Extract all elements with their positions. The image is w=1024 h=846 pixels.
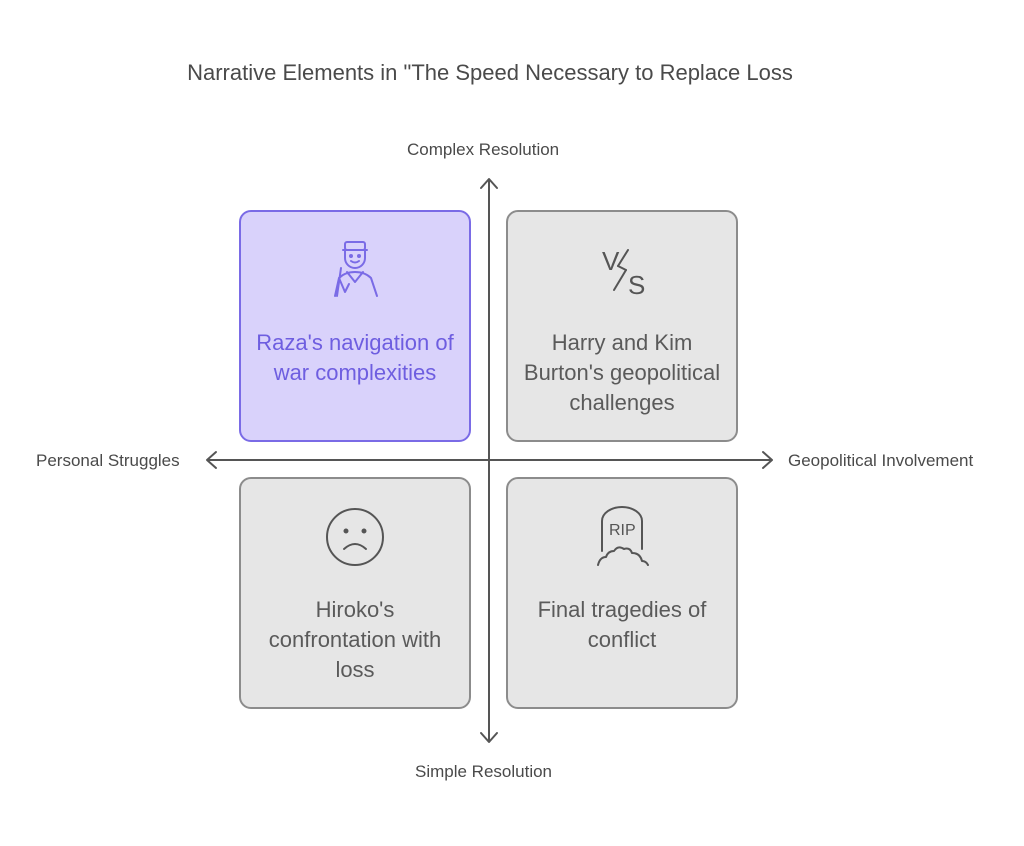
tombstone-rip-icon: RIP xyxy=(597,506,649,566)
quadrant-top-left-text: Raza's navigation of war complexities xyxy=(256,330,454,385)
versus-v-text: V xyxy=(602,246,620,276)
quadrant-top-right-text: Harry and Kim Burton's geopolitical chal… xyxy=(523,330,721,415)
quadrant-bottom-right-text: Final tragedies of conflict xyxy=(537,597,707,652)
arrow-right-icon xyxy=(762,451,773,469)
axis-label-top: Complex Resolution xyxy=(407,140,560,159)
quadrant-bottom-right: RIP Final tragedies of conflict xyxy=(506,477,738,709)
quadrant-top-left: Raza's navigation of war complexities xyxy=(239,210,471,442)
axis-label-bottom: Simple Resolution xyxy=(415,762,553,781)
axis-label-right: Geopolitical Involvement xyxy=(788,451,974,470)
arrow-down-icon xyxy=(480,732,498,743)
versus-s-text: S xyxy=(628,270,645,300)
axis-label-left: Personal Struggles xyxy=(36,451,180,470)
quadrant-bottom-left: Hiroko's confrontation with loss xyxy=(239,477,471,709)
soldier-icon xyxy=(334,241,378,297)
diagram-title: Narrative Elements in "The Speed Necessa… xyxy=(187,60,793,85)
arrow-up-icon xyxy=(480,178,498,189)
quadrant-top-right: V S Harry and Kim Burton's geopolitical … xyxy=(506,210,738,442)
versus-icon: V S xyxy=(602,246,645,300)
arrow-left-icon xyxy=(206,451,217,469)
quadrant-bottom-left-text: Hiroko's confrontation with loss xyxy=(268,597,442,682)
rip-text: RIP xyxy=(609,522,636,539)
sad-face-icon xyxy=(326,508,384,566)
